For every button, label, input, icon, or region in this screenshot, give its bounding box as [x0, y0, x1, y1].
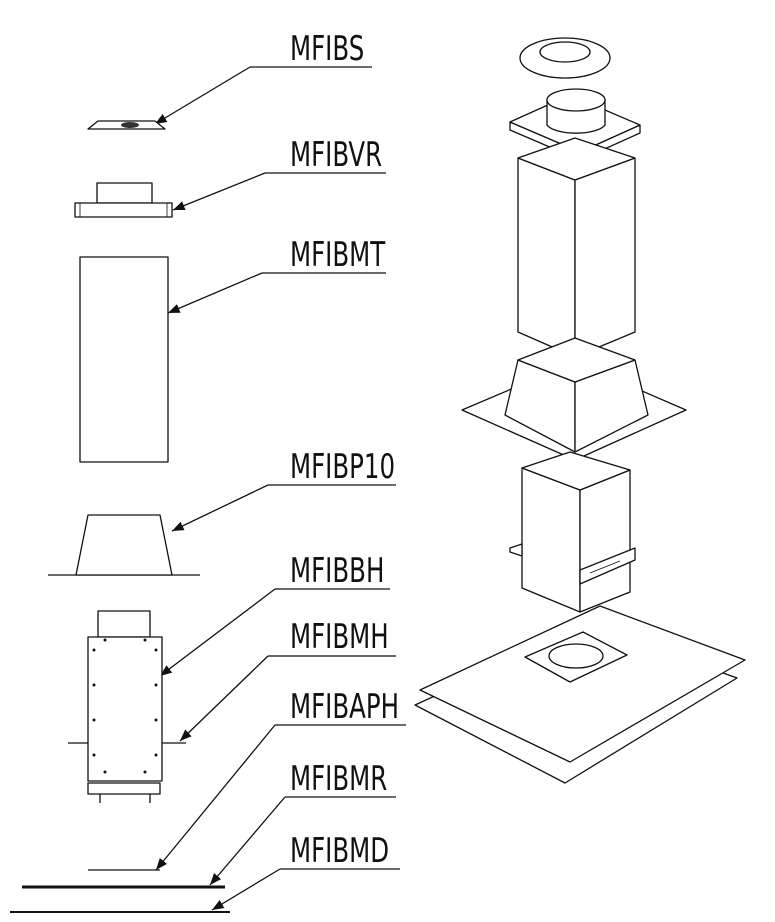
- part-vent-roof: [74, 182, 173, 218]
- callout-mfibmr: MFIBMR: [209, 759, 396, 886]
- label-mfibmt: MFIBMT: [290, 235, 386, 274]
- label-mfibp10: MFIBP10: [290, 447, 395, 486]
- label-mfibmh: MFIBMH: [290, 617, 389, 656]
- callout-mfibp10: MFIBP10: [171, 447, 396, 532]
- assembly-isometric: [414, 37, 746, 784]
- part-pitched-flashing: [48, 514, 200, 576]
- part-storm-collar: [87, 120, 166, 130]
- label-mfibmd: MFIBMD: [290, 831, 389, 870]
- callout-mfibmt: MFIBMT: [167, 235, 386, 314]
- callout-mfibmd: MFIBMD: [211, 831, 400, 911]
- leader-arrow: [154, 66, 251, 125]
- part-chase-tube: [79, 256, 169, 463]
- callout-mfibvr: MFIBVR: [172, 135, 386, 211]
- callout-mfibmh: MFIBMH: [179, 617, 396, 742]
- label-mfibs: MFIBS: [290, 29, 364, 68]
- part-base-housing: [68, 610, 186, 803]
- callout-mfibs: MFIBS: [154, 29, 372, 125]
- callout-mfibaph: MFIBAPH: [155, 687, 406, 871]
- label-mfibaph: MFIBAPH: [290, 687, 399, 726]
- label-mfibbh: MFIBBH: [290, 551, 384, 590]
- callout-mfibbh: MFIBBH: [159, 551, 390, 677]
- label-mfibmr: MFIBMR: [290, 759, 387, 798]
- label-mfibvr: MFIBVR: [290, 135, 382, 174]
